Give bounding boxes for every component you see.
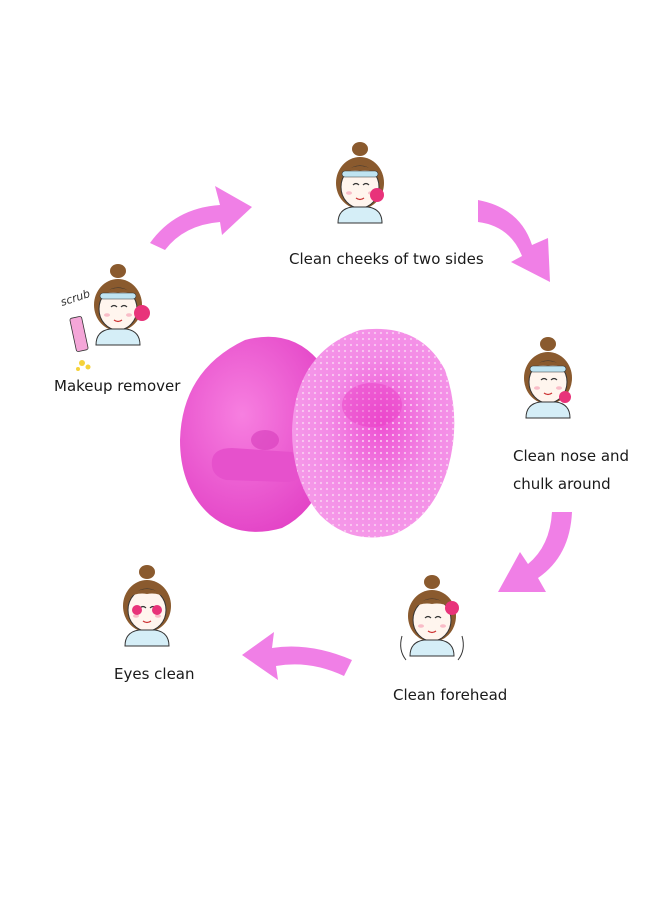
step-label-makeup: Makeup remover bbox=[54, 377, 181, 395]
step-label-nose-line1: Clean nose and bbox=[513, 447, 630, 465]
girl-face-icon bbox=[69, 263, 150, 371]
step-label-forehead: Clean forehead bbox=[393, 686, 508, 704]
scrub-tube-text: scrub bbox=[59, 287, 92, 309]
arrow-top-right bbox=[478, 200, 550, 282]
girl-face-icon bbox=[335, 141, 385, 224]
girl-face-icon bbox=[122, 564, 172, 647]
arrow-bottom bbox=[242, 632, 352, 680]
arrow-top-left bbox=[150, 186, 252, 250]
arrow-right bbox=[498, 512, 572, 592]
girl-face-icon bbox=[523, 336, 573, 419]
silicone-brush-icon bbox=[180, 328, 455, 538]
step-label-cheeks: Clean cheeks of two sides bbox=[289, 250, 484, 268]
girl-face-icon bbox=[400, 574, 464, 661]
step-label-nose-line2: chulk around bbox=[513, 475, 611, 493]
step-label-eyes: Eyes clean bbox=[114, 665, 195, 683]
